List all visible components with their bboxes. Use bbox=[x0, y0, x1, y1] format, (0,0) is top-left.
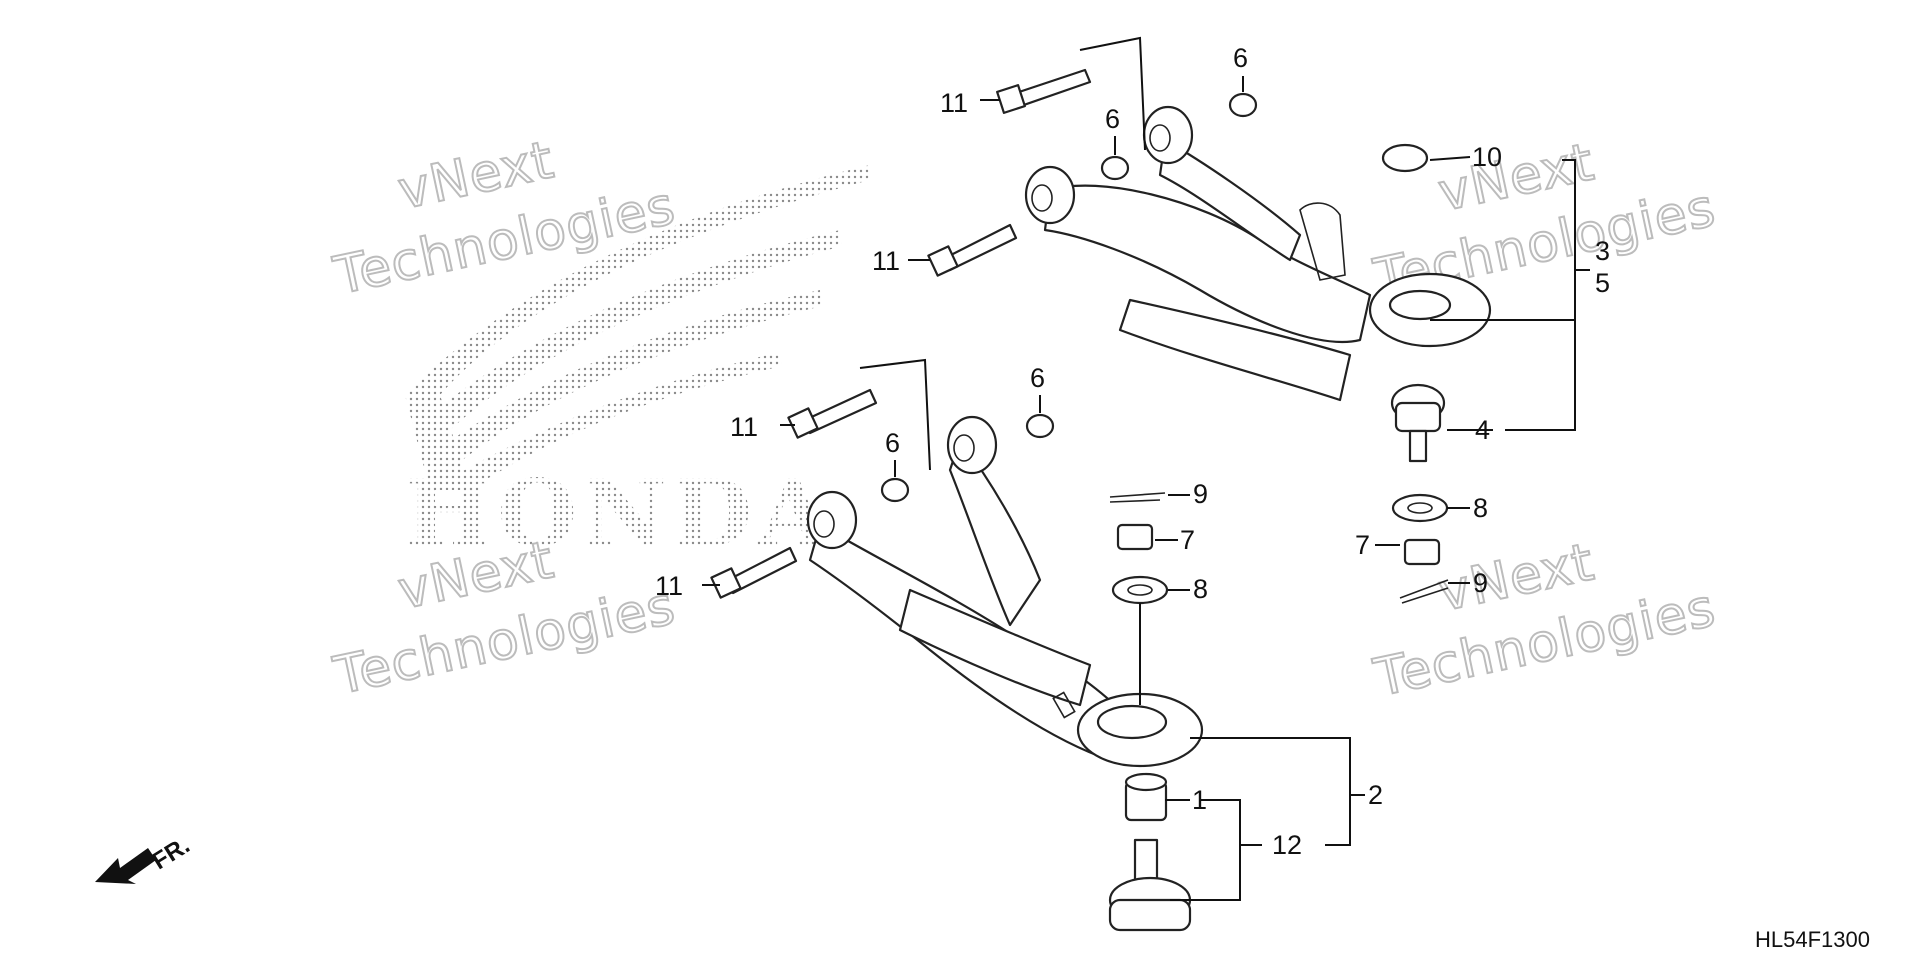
callout-11-top: 11 bbox=[940, 88, 968, 118]
diagram-code: HL54F1300 bbox=[1755, 927, 1870, 952]
honda-wing-logo: HONDA bbox=[405, 165, 870, 567]
lower-arm bbox=[806, 415, 1204, 768]
honda-logo-word: HONDA bbox=[405, 459, 835, 567]
callout-9-lower: 9 bbox=[1473, 568, 1488, 598]
callout-6-lower-front: 6 bbox=[885, 428, 900, 458]
callout-2: 2 bbox=[1368, 780, 1383, 810]
callout-1: 1 bbox=[1192, 785, 1207, 815]
bolts bbox=[710, 68, 1092, 599]
callout-11-lower-front: 11 bbox=[655, 571, 683, 601]
callout-7-left: 7 bbox=[1180, 525, 1195, 555]
callout-5: 5 bbox=[1595, 268, 1610, 298]
callout-7-right: 7 bbox=[1355, 530, 1370, 560]
leader-lines bbox=[702, 36, 1590, 901]
callout-11-upper-front: 11 bbox=[872, 246, 900, 276]
front-arrow-icon bbox=[95, 848, 156, 884]
callouts: 11 11 11 11 6 6 6 6 10 3 5 4 9 7 8 8 7 9… bbox=[655, 43, 1610, 860]
nuts bbox=[880, 92, 1258, 503]
callout-6-upper: 6 bbox=[1105, 104, 1120, 134]
callout-11-lower-rear: 11 bbox=[730, 412, 758, 442]
callout-8-left: 8 bbox=[1193, 574, 1208, 604]
front-direction-label: FR. bbox=[148, 832, 195, 875]
washers-and-pins bbox=[1109, 143, 1449, 605]
upper-arm bbox=[1024, 105, 1492, 402]
front-direction-indicator: FR. bbox=[95, 832, 195, 884]
callout-4: 4 bbox=[1475, 415, 1490, 445]
watermark-left: vNext Technologies bbox=[328, 129, 682, 308]
callout-6-lower-rear: 6 bbox=[1030, 363, 1045, 393]
callout-6-top: 6 bbox=[1233, 43, 1248, 73]
callout-8-right: 8 bbox=[1473, 493, 1488, 523]
callout-10: 10 bbox=[1472, 142, 1502, 172]
callout-12: 12 bbox=[1272, 830, 1302, 860]
callout-3: 3 bbox=[1595, 236, 1610, 266]
callout-9-upper: 9 bbox=[1193, 479, 1208, 509]
